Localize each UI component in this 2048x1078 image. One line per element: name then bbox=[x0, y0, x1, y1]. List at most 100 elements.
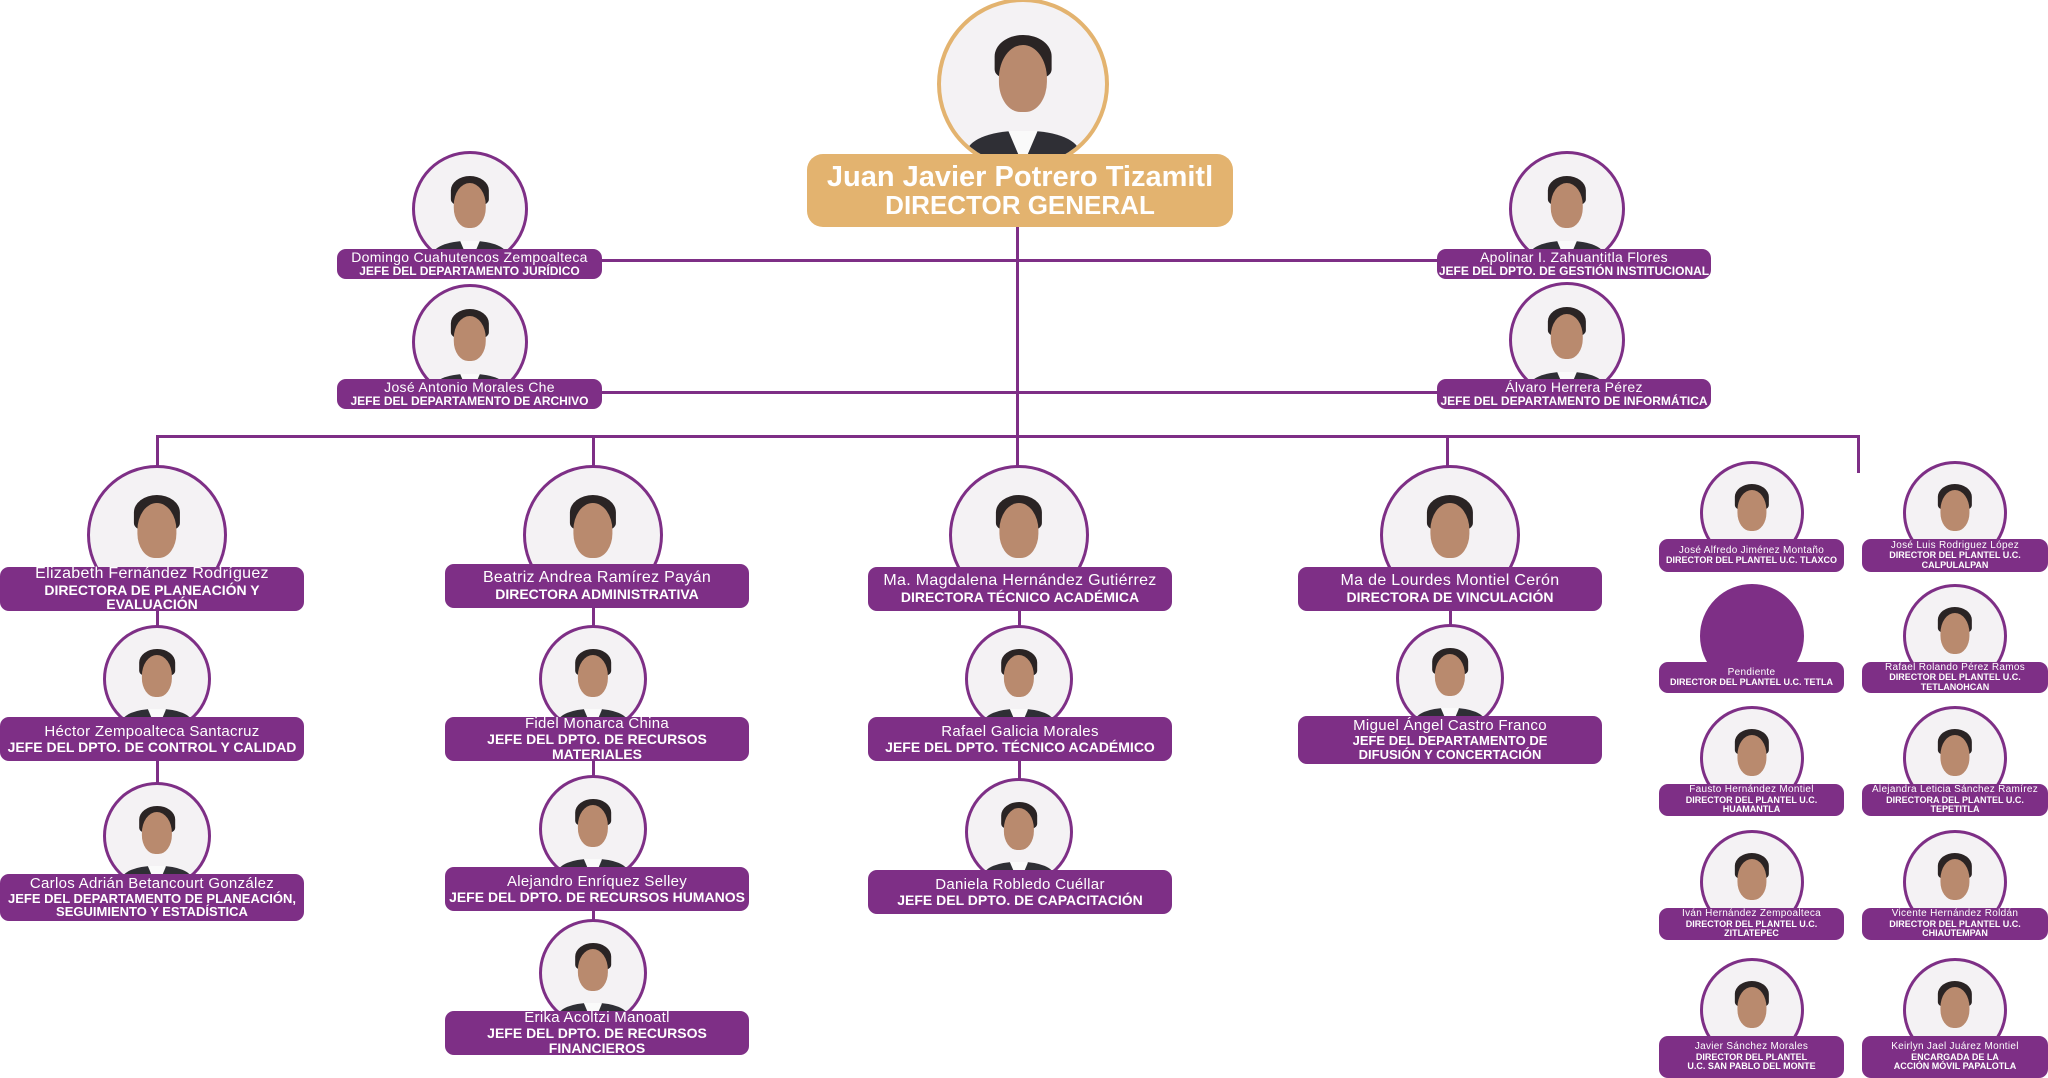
person-name: Fidel Monarca China bbox=[524, 715, 670, 733]
director-general-name: Juan Javier Potrero Tizamitl bbox=[826, 160, 1214, 193]
person-photo bbox=[937, 0, 1109, 170]
person-name: Rafael Galicia Morales bbox=[941, 722, 1099, 740]
position-title: DIRECTORA DEL PLANTEL U.C. TEPETITLA bbox=[1886, 794, 2024, 815]
person-name: José Luis Rodriguez López bbox=[1890, 539, 2020, 551]
silhouette-head bbox=[1736, 987, 1767, 1028]
person-photo bbox=[1396, 624, 1504, 732]
position-title: JEFE DEL DPTO. DE RECURSOS FINANCIEROS bbox=[487, 1025, 707, 1056]
person-name: Alejandra Leticia Sánchez Ramírez bbox=[1871, 784, 2039, 796]
person-photo bbox=[965, 625, 1073, 733]
silhouette-head bbox=[577, 805, 609, 848]
trunk-line bbox=[1016, 227, 1019, 472]
person-name: Iván Hernández Zempoalteca bbox=[1682, 908, 1821, 920]
person-photo bbox=[412, 151, 528, 267]
bus-drop bbox=[592, 435, 595, 473]
position-title: JEFE DEL DPTO. DE RECURSOS HUMANOS bbox=[449, 888, 745, 905]
person-photo bbox=[103, 625, 211, 733]
person-name: Fausto Hernández Montiel bbox=[1689, 784, 1814, 796]
position-title: JEFE DEL DEPARTAMENTO DE ARCHIVO bbox=[350, 394, 589, 409]
person-name: Javier Sánchez Morales bbox=[1694, 1041, 1809, 1053]
position-title: JEFE DEL DEPARTAMENTO JURÍDICO bbox=[359, 264, 580, 279]
position-title: DIRECTORA DE VINCULACIÓN bbox=[1346, 589, 1554, 606]
person-name: Beatriz Andrea Ramírez Payán bbox=[482, 569, 712, 587]
position-title: DIRECTOR DEL PLANTEL U.C. CALPULALPAN bbox=[1889, 550, 2021, 570]
silhouette-head bbox=[1003, 655, 1035, 698]
bus-drop bbox=[1857, 435, 1860, 473]
person-name: Pendiente bbox=[1727, 666, 1776, 678]
person-name: Rafael Rolando Pérez Ramos bbox=[1884, 661, 2026, 673]
person-name: Héctor Zempoalteca Santacruz bbox=[44, 722, 260, 740]
person-name: Ma. Magdalena Hernández Gutiérrez bbox=[883, 572, 1157, 590]
position-title: ENCARGADA DE LA ACCIÓN MÓVIL PAPALOTLA bbox=[1893, 1051, 2017, 1072]
silhouette-head bbox=[1550, 314, 1584, 360]
position-title: DIRECTORA DE PLANEACIÓN Y EVALUACIÓN bbox=[44, 581, 260, 613]
person-name: Ma de Lourdes Montiel Cerón bbox=[1340, 572, 1560, 590]
person-name: Álvaro Herrera Pérez bbox=[1505, 379, 1643, 396]
silhouette-head bbox=[453, 316, 487, 362]
position-title: JEFE DEL DPTO. DE RECURSOS MATERIALES bbox=[487, 731, 707, 762]
position-title: JEFE DEL DPTO. DE GESTIÓN INSTITUCIONAL bbox=[1438, 264, 1710, 279]
position-title: DIRECTORA TÉCNICO ACADÉMICA bbox=[900, 589, 1140, 606]
position-title: DIRECTOR DEL PLANTEL U.C. CHIAUTEMPAN bbox=[1889, 918, 2021, 939]
silhouette-head bbox=[453, 183, 487, 229]
person-name: José Alfredo Jiménez Montaño bbox=[1678, 544, 1825, 556]
position-title: JEFE DEL DEPARTAMENTO DE PLANEACIÓN, SEG… bbox=[8, 890, 296, 920]
position-title: DIRECTOR DEL PLANTEL U.C. TETLANOHCAN bbox=[1889, 672, 2021, 692]
silhouette-head bbox=[999, 503, 1039, 558]
person-name: Vicente Hernández Roldán bbox=[1891, 908, 2019, 920]
person-name: Keirlyn Jael Juárez Montiel bbox=[1891, 1041, 2019, 1053]
position-title: DIRECTOR DEL PLANTEL U.C. HUAMANTLA bbox=[1685, 794, 1818, 815]
silhouette-head bbox=[1940, 859, 1970, 900]
silhouette-head bbox=[1736, 735, 1767, 776]
bus-drop bbox=[1016, 435, 1019, 473]
silhouette-head bbox=[1430, 503, 1470, 558]
silhouette-head bbox=[573, 503, 613, 558]
person-name: Daniela Robledo Cuéllar bbox=[935, 875, 1105, 893]
bus-drop bbox=[1446, 435, 1449, 473]
position-title: DIRECTOR DEL PLANTEL U.C. ZITLATEPEC bbox=[1685, 918, 1818, 939]
silhouette-head bbox=[141, 655, 173, 698]
silhouette-head bbox=[577, 949, 609, 992]
position-title: JEFE DEL DEPARTAMENTO DE DIFUSIÓN Y CONC… bbox=[1352, 733, 1548, 762]
silhouette-head bbox=[137, 503, 177, 558]
person-name: Elizabeth Fernández Rodríguez bbox=[35, 564, 269, 582]
position-title: JEFE DEL DPTO. DE CONTROL Y CALIDAD bbox=[7, 738, 297, 755]
position-title: DIRECTOR DEL PLANTEL U.C. TLAXCO bbox=[1665, 555, 1837, 566]
person-name: Apolinar I. Zahuantitla Flores bbox=[1480, 249, 1668, 266]
person-name: Erika Acoltzi Manoatl bbox=[524, 1009, 670, 1027]
person-name: Alejandro Enríquez Selley bbox=[506, 872, 688, 890]
person-name: Miguel Ángel Castro Franco bbox=[1353, 717, 1547, 735]
silhouette-head bbox=[577, 655, 609, 698]
position-title: DIRECTOR DEL PLANTEL U.C. TETLA bbox=[1669, 677, 1833, 688]
silhouette-head bbox=[141, 812, 173, 855]
silhouette-head bbox=[1940, 613, 1970, 654]
bus-drop bbox=[156, 435, 159, 473]
silhouette-head bbox=[1940, 490, 1970, 531]
person-name: Domingo Cuahutencos Zempoalteca bbox=[351, 249, 588, 266]
silhouette-head bbox=[1736, 490, 1767, 531]
silhouette-head bbox=[1550, 183, 1584, 229]
silhouette-head bbox=[1736, 859, 1767, 900]
